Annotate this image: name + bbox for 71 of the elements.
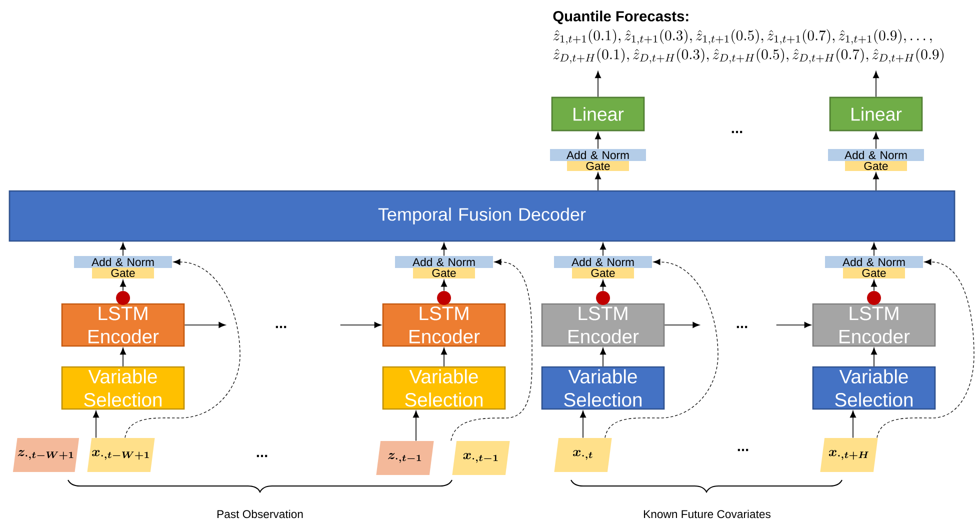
arrow (871, 348, 877, 367)
arrow (93, 410, 99, 438)
ellipsis: ... (256, 454, 268, 458)
add-norm-box: Add & Norm (74, 256, 172, 268)
lstm-encoder-box: LSTM Encoder (382, 303, 506, 347)
arrow (595, 132, 601, 150)
input-parallelogram: $\boldsymbol{x_{\cdot,t+H}}$ (820, 438, 878, 472)
input-parallelogram: $\boldsymbol{z_{\cdot,t-W+1}}$ (12, 438, 80, 472)
arrow (664, 322, 700, 328)
variable-selection-box: Variable Selection (382, 366, 506, 410)
variable-selection-box: Variable Selection (541, 366, 665, 410)
junction-dot (867, 291, 881, 305)
gate-box: Gate (572, 268, 634, 278)
linear-box: Linear (829, 96, 923, 132)
dashed-arrow (604, 258, 718, 438)
arrow (600, 242, 606, 256)
linear-box: Linear (551, 96, 645, 132)
lstm-encoder-box: LSTM Encoder (61, 303, 185, 347)
arrow (776, 322, 812, 328)
arrow (595, 172, 601, 191)
arrow (873, 172, 879, 191)
arrow (120, 348, 126, 367)
ellipsis: ... (736, 326, 748, 328)
arrow (441, 280, 447, 292)
add-norm-box: Add & Norm (554, 256, 652, 268)
input-parallelogram: $\boldsymbol{z_{\cdot,t-1}}$ (376, 440, 434, 475)
arrow (595, 71, 601, 98)
add-norm-box: Add & Norm (828, 149, 924, 161)
arrow (184, 322, 226, 328)
arrow (340, 322, 382, 328)
ellipsis: ... (732, 130, 742, 134)
lstm-encoder-box: LSTM Encoder (812, 303, 936, 347)
arrow (600, 280, 606, 292)
junction-dot (596, 291, 610, 305)
arrow (120, 280, 126, 292)
ellipsis: ... (276, 326, 286, 328)
add-norm-box: Add & Norm (550, 149, 646, 161)
brace-label: Past Observation (217, 510, 303, 518)
arrow (441, 242, 447, 256)
arrow (580, 410, 586, 438)
arrow (120, 242, 126, 256)
variable-selection-box: Variable Selection (812, 366, 936, 410)
arrow (873, 71, 879, 98)
forecast-text: Quantile Forecasts: $\hat{z}_{1,t+1}(0.1), \hat{z}_{1,t+1}(0.3), \hat{z}_{1,t+1}(0.5), \hat{z}_{1,t+1}(0.7), \hat{z}_{1,t+1}(0.9), \ldots,$ $\hat{z}_{D,t+H}(0.1), \hat{z}_{D,t+H}(0.3), \hat{z}_{D,t+H}(0.5), \hat{z}_{D,t+H}(0.7), \hat{z}_{D,t+H}(0.9)$ (553, 10, 944, 64)
gate-box: Gate (413, 268, 475, 278)
dashed-arrow (450, 258, 532, 442)
input-parallelogram: $\boldsymbol{x_{\cdot,t-1}}$ (452, 440, 510, 475)
gate-box: Gate (843, 268, 905, 278)
input-parallelogram: $\boldsymbol{x_{\cdot,t-W+1}}$ (87, 438, 155, 472)
dashed-arrow (876, 258, 974, 438)
decoder-box: Temporal Fusion Decoder (8, 190, 956, 242)
junction-dot (116, 291, 130, 305)
arrow (441, 348, 447, 367)
junction-dot (437, 291, 451, 305)
add-norm-box: Add & Norm (825, 256, 923, 268)
arrow (871, 242, 877, 256)
add-norm-box: Add & Norm (395, 256, 493, 268)
arrow (600, 348, 606, 367)
gate-box: Gate (92, 268, 154, 278)
gate-box: Gate (567, 161, 629, 171)
dashed-arrow (124, 258, 240, 438)
gate-box: Gate (845, 161, 907, 171)
lstm-encoder-box: LSTM Encoder (541, 303, 665, 347)
arrow (873, 132, 879, 150)
variable-selection-box: Variable Selection (61, 366, 185, 410)
ellipsis: ... (738, 448, 748, 452)
brace-label: Known Future Covariates (644, 510, 770, 518)
arrow (413, 410, 419, 442)
arrow (871, 280, 877, 292)
input-parallelogram: $\boldsymbol{x_{\cdot,t}}$ (554, 438, 612, 472)
arrow (850, 410, 856, 438)
